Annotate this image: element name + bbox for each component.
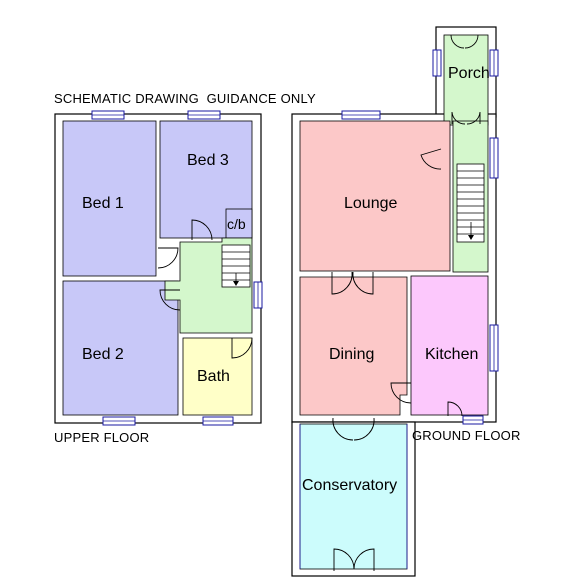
porch-inner-door: [451, 111, 481, 125]
lounge-room: [299, 120, 451, 272]
room-label-bed1: Bed 1: [82, 195, 124, 212]
ground-floor-label: GROUND FLOOR: [412, 428, 521, 443]
room-label-cb: c/b: [227, 216, 246, 232]
kitchen-back-door: [447, 401, 463, 417]
stairs-arrow-icon: [468, 235, 474, 240]
room-label-bath: Bath: [197, 368, 230, 385]
upper-stairs: [221, 244, 251, 288]
bed2-room: [62, 280, 179, 416]
dining-kitchen-door: [390, 382, 412, 404]
bath-room: [182, 337, 253, 416]
conservatory-room: [299, 423, 408, 570]
kitchen-room: [410, 275, 489, 416]
room-label-kitchen: Kitchen: [425, 346, 478, 363]
room-label-conservatory: Conservatory: [302, 477, 397, 494]
dining-conservatory-doors: [332, 417, 375, 441]
room-label-dining: Dining: [329, 346, 374, 363]
door-bed3: [191, 219, 213, 241]
door-bed1: [157, 247, 179, 269]
room-label-bed3: Bed 3: [187, 152, 229, 169]
drawing-note: SCHEMATIC DRAWING GUIDANCE ONLY: [54, 91, 316, 106]
ground-floor: [291, 26, 499, 577]
stairs-arrow-icon: [233, 281, 239, 286]
upper-floor: [54, 110, 263, 426]
room-label-porch: Porch: [448, 65, 490, 82]
lounge-hall-door: [420, 148, 442, 170]
upper-floor-label: UPPER FLOOR: [54, 430, 149, 445]
room-label-lounge: Lounge: [344, 195, 397, 212]
door-bed2: [159, 289, 181, 311]
lounge-dining-doors: [331, 271, 374, 295]
porch-front-door: [450, 34, 479, 49]
dining-room: [299, 276, 408, 416]
bed1-room: [62, 120, 157, 277]
conservatory-rear-doors: [333, 548, 375, 571]
ground-stairs: [456, 163, 485, 243]
room-label-bed2: Bed 2: [82, 346, 124, 363]
door-bath: [231, 337, 253, 359]
